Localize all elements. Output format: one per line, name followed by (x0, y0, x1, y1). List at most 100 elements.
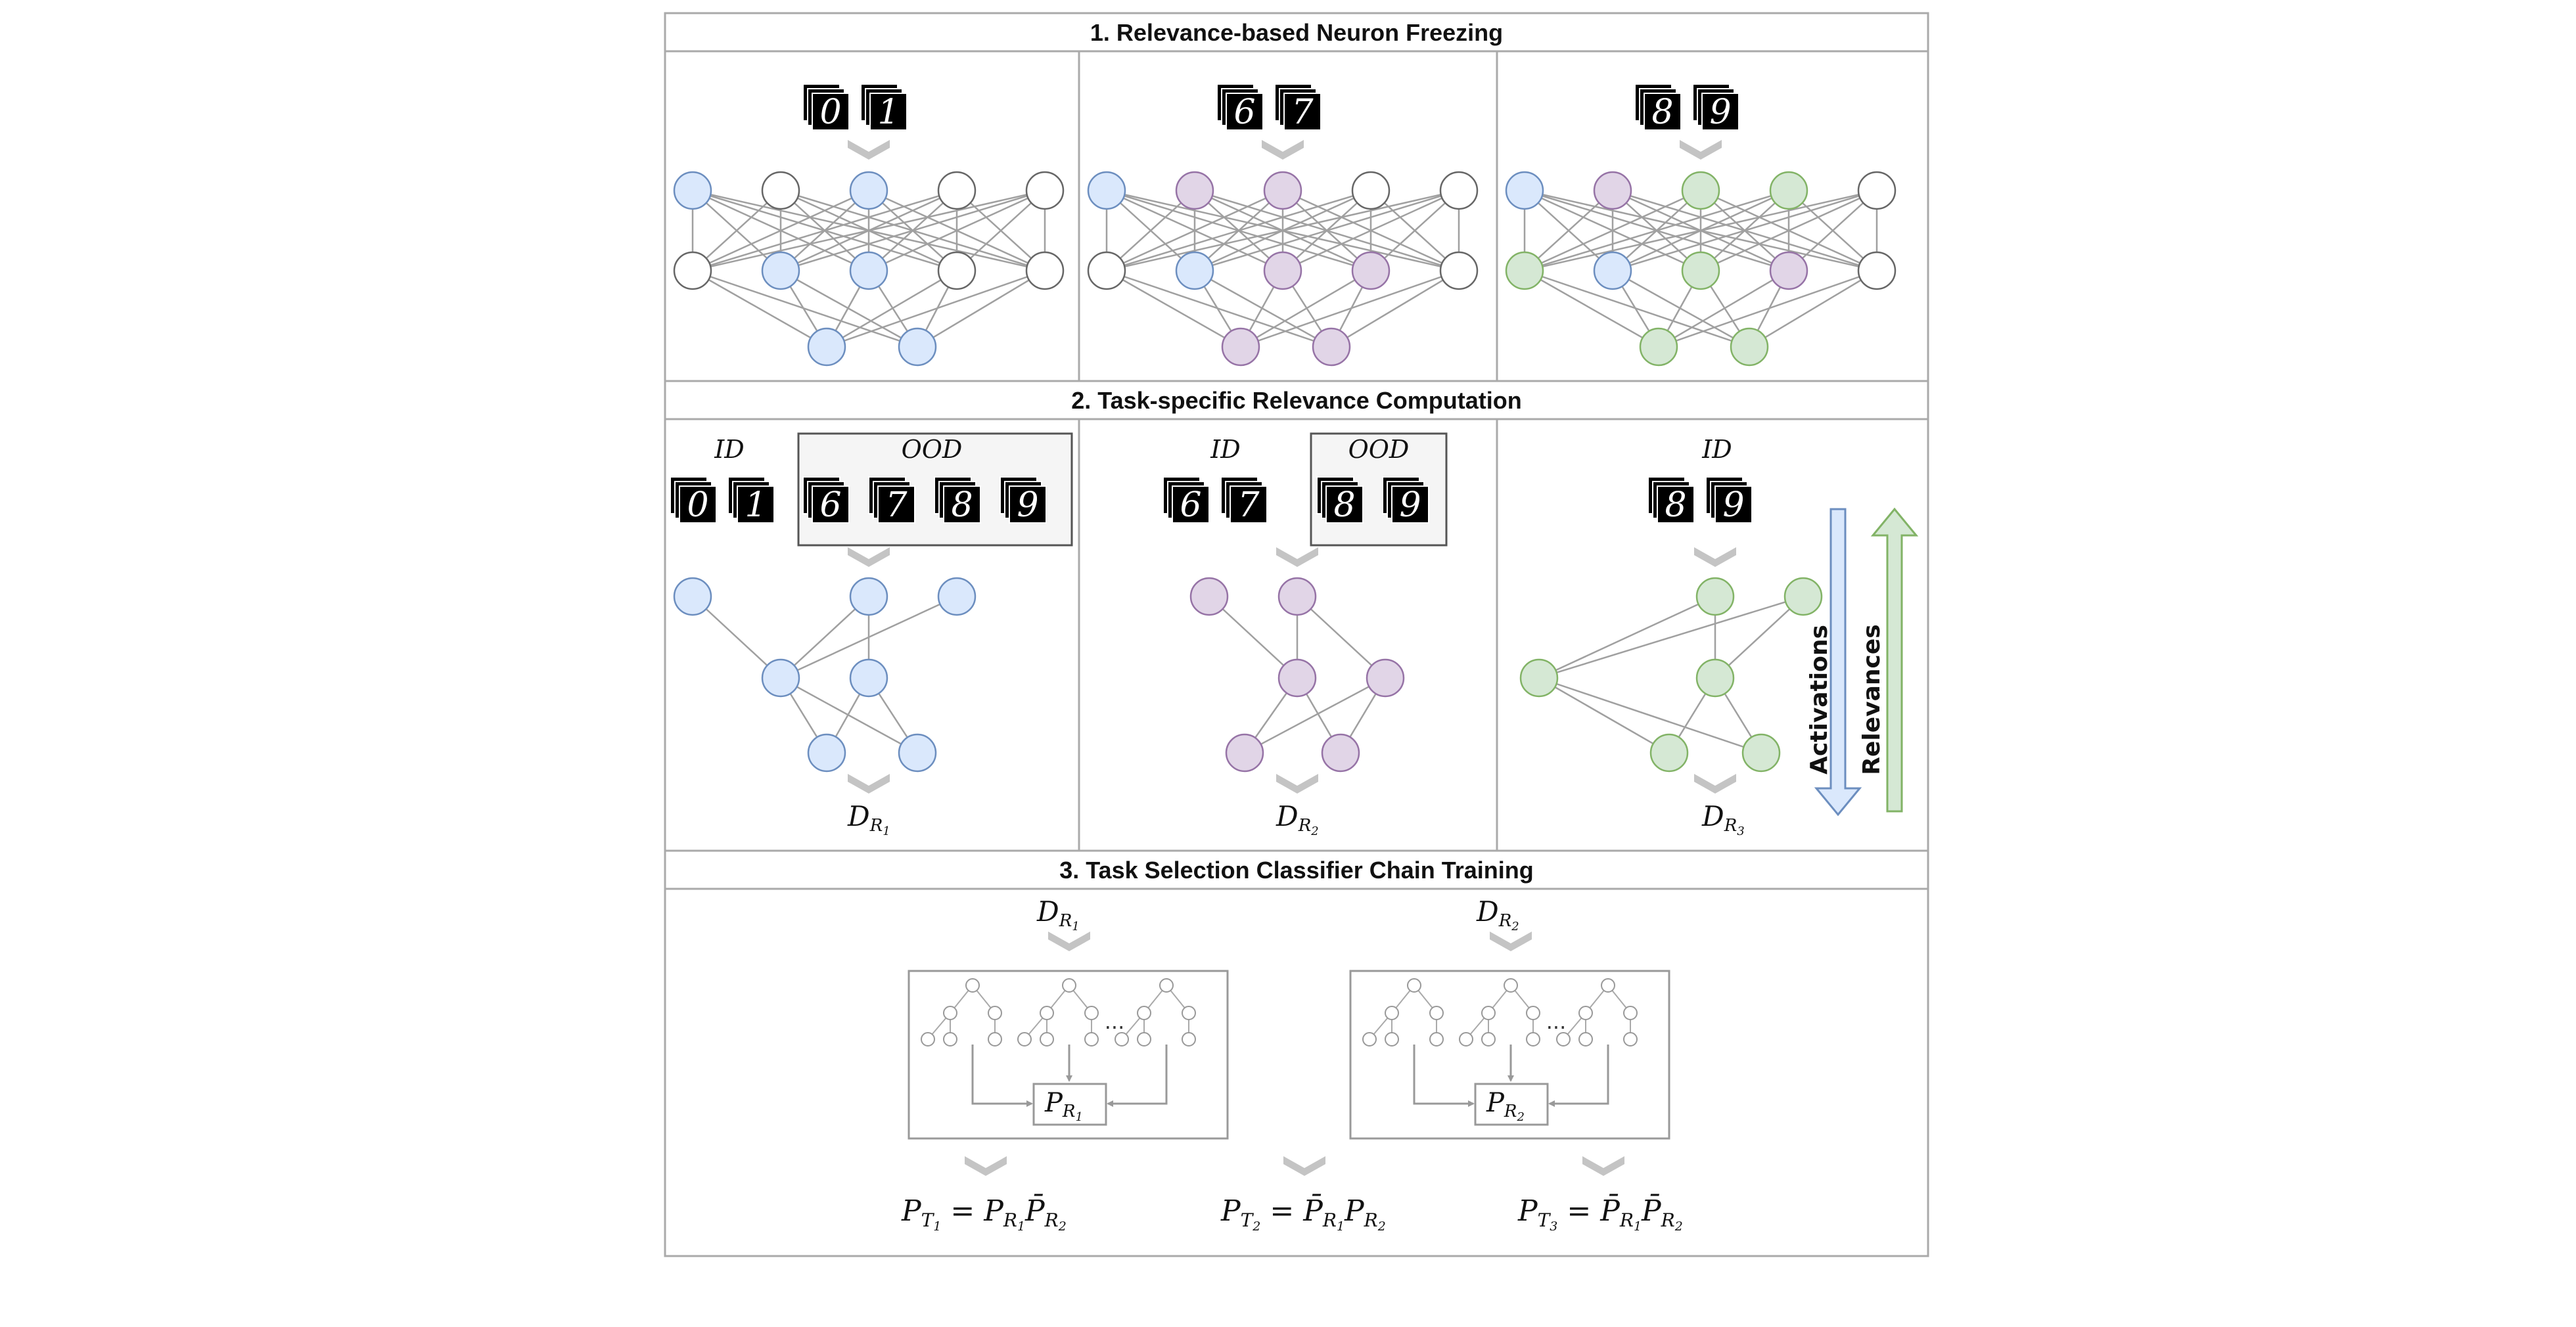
network-edge (1106, 190, 1195, 271)
network-edge (692, 189, 1046, 272)
mnist-digit-stack: 7 (868, 476, 915, 525)
network-edge (1240, 269, 1460, 348)
relevances-arrow (1870, 507, 1919, 813)
d-label-panel-3: DR3 (1701, 800, 1745, 838)
digit-image-label: 9 (1017, 485, 1038, 525)
chevron-down-icon (1680, 140, 1722, 160)
neuron (1277, 577, 1317, 616)
neuron (1351, 251, 1391, 290)
network-edge (1106, 269, 1241, 348)
neuron (1189, 577, 1229, 616)
neuron (1505, 171, 1544, 210)
neuron (673, 171, 712, 210)
chevron-down-icon (1582, 1156, 1624, 1176)
decision-tree-icon (1362, 978, 1444, 1046)
ellipsis-1: ... (1105, 1009, 1125, 1034)
decision-tree-icon (1017, 978, 1099, 1046)
chevron-down-icon (1283, 1156, 1325, 1176)
neuron (1639, 327, 1678, 367)
neuron (1087, 251, 1126, 290)
mnist-digit-stack: 9 (1705, 476, 1753, 525)
mnist-digit-stack: 8 (1634, 83, 1682, 132)
network-edge (1714, 596, 1804, 679)
network-edge (1612, 189, 1877, 272)
network-edge (826, 269, 1046, 348)
chevron-down-icon (1276, 547, 1318, 567)
relevances-label: Relevances (1858, 624, 1885, 775)
network-edge (1524, 189, 1877, 272)
network-edge (1658, 269, 1789, 348)
network-edge (1370, 190, 1460, 271)
neuron (1175, 171, 1214, 210)
network-edge (1208, 596, 1298, 679)
neuron (1741, 733, 1781, 773)
digit-image-label: 7 (885, 485, 908, 525)
mnist-digit-stack: 0 (802, 83, 850, 132)
digit-image-label: 8 (951, 485, 973, 525)
network-edge (1524, 189, 1789, 272)
network-edge (1106, 189, 1371, 272)
ood-label-panel-1: OOD (902, 435, 963, 464)
network-edge (692, 269, 827, 348)
section-2-title: 2. Task-specific Relevance Computation (1071, 387, 1522, 414)
chevron-down-icon (1262, 140, 1304, 160)
ellipsis-2: ... (1546, 1009, 1567, 1034)
network-edge (1538, 595, 1804, 679)
network-edge (1524, 190, 1613, 271)
network-edge (1194, 189, 1460, 272)
network-edge (1658, 269, 1877, 348)
network-edge (1331, 269, 1460, 348)
decision-tree-icon (1459, 978, 1540, 1046)
equation-p-t1: PT1 = PR1P̄R2 (901, 1193, 1067, 1234)
chevron-down-icon (1276, 774, 1318, 794)
d-label-panel-2: DR2 (1276, 800, 1319, 838)
mnist-digit-stack: 1 (860, 83, 908, 132)
digit-image-label: 0 (819, 93, 841, 132)
d-label-panel-1: DR1 (847, 800, 890, 838)
neuron (1175, 251, 1214, 290)
neuron (1593, 171, 1632, 210)
network-edge (780, 189, 1046, 272)
network-edge (780, 677, 918, 754)
neuron (849, 251, 888, 290)
id-label-panel-2: ID (1210, 435, 1240, 464)
decision-tree-icon (1556, 978, 1638, 1046)
neuron (1087, 171, 1126, 210)
mnist-digit-stack: 9 (1000, 476, 1047, 525)
network-edge (692, 596, 781, 679)
network-edge (1524, 189, 1701, 272)
network-edge (1538, 677, 1670, 754)
network-edge (1524, 269, 1750, 348)
neuron (937, 251, 977, 290)
network-edge (1700, 189, 1877, 272)
neuron (1519, 658, 1559, 698)
chevron-down-icon (965, 1156, 1007, 1176)
decision-tree-icon (921, 978, 1002, 1046)
equation-p-t3: PT3 = P̄R1P̄R2 (1517, 1193, 1683, 1234)
network-edge (917, 269, 1046, 348)
mnist-digit-stack: 6 (1162, 476, 1210, 525)
digit-image-label: 6 (1233, 93, 1255, 132)
neuron (1593, 251, 1632, 290)
neuron (1277, 658, 1317, 698)
mnist-digit-stack: 8 (1647, 476, 1695, 525)
digit-image-label: 6 (1180, 485, 1201, 525)
mnist-digit-stack: 7 (1220, 476, 1268, 525)
digit-image-label: 9 (1722, 485, 1744, 525)
digit-image-label: 0 (687, 485, 708, 525)
network-edge (780, 269, 918, 348)
digit-image-label: 7 (1291, 93, 1314, 132)
digit-image-label: 6 (819, 485, 841, 525)
stage3-input-d-r1: DR1 (1036, 895, 1080, 933)
neuron (1025, 251, 1065, 290)
neuron (898, 327, 937, 367)
neuron (1649, 733, 1689, 773)
mnist-digit-stack: 8 (934, 476, 981, 525)
id-label-panel-3: ID (1701, 435, 1732, 464)
neuron (1025, 171, 1065, 210)
neuron (1366, 658, 1405, 698)
network-edge (692, 190, 781, 271)
neuron (1783, 577, 1823, 616)
